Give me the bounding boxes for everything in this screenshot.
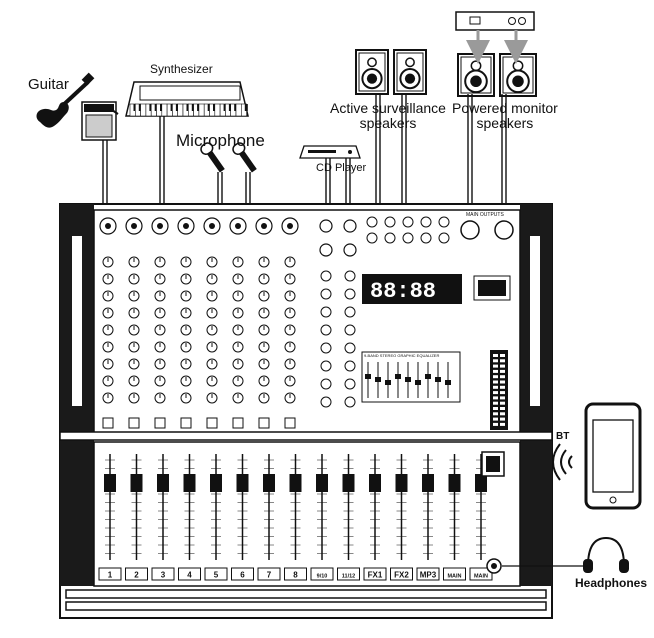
main-outputs-label: MAIN OUTPUTS [466,212,504,218]
fader-label: MP3 [420,571,437,580]
fader-label: 3 [161,571,166,580]
cd-player-label: CD Player [316,162,367,174]
bluetooth-waves-icon [552,443,573,481]
fader-label: 6 [240,571,245,580]
guitar-icon [36,72,95,128]
fader-label: FX2 [394,571,409,580]
amp-to-speaker-arrows [466,30,528,64]
guitar-amp-icon [81,101,119,141]
headphone-jack [486,558,502,574]
fader-label: MAIN [474,574,488,580]
fader-label: 1 [108,571,113,580]
fader-label: 8 [293,571,298,580]
fader-label: 9/10 [317,574,328,580]
guitar-label: Guitar [28,76,69,93]
active-speakers-label-line2: speakers [359,115,417,131]
active-speakers-label: Active surveillance speakers [330,101,446,131]
synthesizer-label: Synthesizer [150,62,213,76]
monitor-speakers-label-line2: speakers [476,115,534,131]
fader-label: 4 [187,571,192,580]
monitor-speakers-label: Powered monitor speakers [452,101,558,131]
bluetooth-label: BT [556,431,570,442]
mixer-body [59,203,553,619]
microphone-icon [200,142,257,173]
smartphone-icon [584,402,642,510]
power-amplifier-icon [455,11,535,31]
usb-slot [481,451,505,477]
monitor-speakers-icon [457,53,537,97]
headphones-label: Headphones [575,576,648,590]
fader-label: MAIN [447,574,461,580]
active-speakers-icon [355,49,427,95]
microphone-label: Microphone [176,131,265,150]
fader-label: 7 [267,571,272,580]
monitor-speakers-label-line1: Powered monitor [452,100,558,116]
synthesizer-icon [125,81,249,117]
fader-label: 5 [214,571,219,580]
fader-label: 11/12 [342,574,355,580]
master-section: 88:88 9-BAND STEREO GRAPHIC EQUALIZER MA… [361,212,514,430]
main-display-readout: 88:88 [370,279,436,304]
fader-label: FX1 [368,571,383,580]
fader-section: 1 2 3 4 5 6 7 8 9/10 11/12 FX1 FX2 MP3 MAIN MAIN [98,454,493,581]
cd-player-icon [299,145,361,159]
active-speakers-label-line1: Active surveillance [330,100,446,116]
fader-label: 2 [134,571,139,580]
channel-strips [99,217,357,429]
graphic-eq-label: 9-BAND STEREO GRAPHIC EQUALIZER [364,353,439,358]
headphones-icon [502,536,629,573]
